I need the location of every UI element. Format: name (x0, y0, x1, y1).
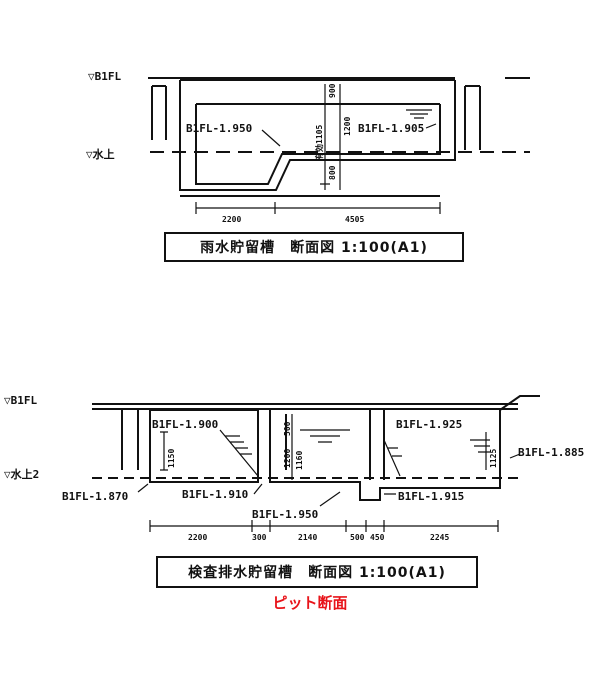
lower-compartment-1 (149, 410, 259, 483)
upper-water-mark (406, 109, 432, 119)
lower-dim-h1: 2200 (188, 533, 207, 542)
lower-title-box: 検査排水貯留槽 断面図 1:100(A1) (156, 556, 478, 588)
upper-dim-h-right: 4505 (345, 215, 364, 224)
lower-slope-3 (383, 439, 402, 477)
lower-slope-2 (300, 429, 350, 443)
upper-horiz-dim (195, 202, 441, 214)
upper-water-label: ▽水上 (86, 147, 115, 161)
upper-tank-inner (195, 104, 441, 185)
lower-dim-v3: 1200 (283, 449, 292, 468)
lower-vert-dim-1 (160, 431, 168, 471)
lower-leaders (137, 453, 521, 507)
upper-dim-v-mid: 1200 (343, 117, 352, 136)
lower-title: 検査排水貯留槽 断面図 1:100(A1) (188, 565, 446, 581)
upper-tank (148, 77, 530, 214)
lower-slope-1 (219, 429, 259, 477)
lower-dim-h5: 450 (370, 533, 385, 542)
lower-left-wall (121, 410, 139, 470)
upper-right-wall (464, 85, 481, 150)
lower-tank (92, 395, 540, 532)
lower-dim-h2: 300 (252, 533, 267, 542)
pit-section-caption: ピット断面 (272, 594, 348, 612)
upper-dim-v-top: 900 (328, 83, 337, 98)
lower-floor-label: ▽B1FL (4, 394, 37, 407)
lower-level-f: B1FL-1.950 (252, 508, 318, 521)
upper-level-right: B1FL-1.905 (358, 122, 424, 135)
lower-dim-h4: 500 (350, 533, 365, 542)
lower-dim-v1: 1150 (167, 449, 176, 468)
upper-level-left: B1FL-1.950 (186, 122, 252, 135)
upper-left-wall (151, 85, 167, 140)
lower-right-wall (499, 395, 540, 411)
upper-vert-dim (320, 84, 330, 190)
upper-dim-h-left: 2200 (222, 215, 241, 224)
upper-dim-v-total: 有効1105 (314, 125, 324, 160)
lower-level-e: B1FL-1.910 (182, 488, 248, 501)
lower-level-c: B1FL-1.885 (518, 446, 584, 459)
lower-dim-v4: 1160 (295, 451, 304, 470)
lower-level-b: B1FL-1.925 (396, 418, 462, 431)
lower-water-label: ▽水上2 (4, 467, 39, 481)
lower-level-d: B1FL-1.870 (62, 490, 128, 503)
upper-tank-outline (179, 80, 456, 191)
lower-dim-h3: 2140 (298, 533, 317, 542)
upper-leader-left (261, 129, 281, 147)
lower-horiz-dim (149, 520, 499, 532)
upper-dim-v-bottom: 800 (328, 165, 337, 180)
lower-level-a: B1FL-1.900 (152, 418, 218, 431)
upper-title: 雨水貯留槽 断面図 1:100(A1) (200, 240, 428, 256)
lower-level-g: B1FL-1.915 (398, 490, 464, 503)
upper-title-box: 雨水貯留槽 断面図 1:100(A1) (164, 232, 464, 262)
lower-dim-v5: 1125 (489, 449, 498, 468)
lower-divider (369, 410, 385, 480)
lower-slope-4 (470, 439, 490, 453)
upper-leader-right (425, 123, 437, 129)
upper-floor-label: ▽B1FL (88, 70, 121, 83)
lower-compartment-2 (269, 410, 501, 501)
lower-dim-v2: 500 (283, 421, 292, 436)
lower-dim-h6: 2245 (430, 533, 449, 542)
